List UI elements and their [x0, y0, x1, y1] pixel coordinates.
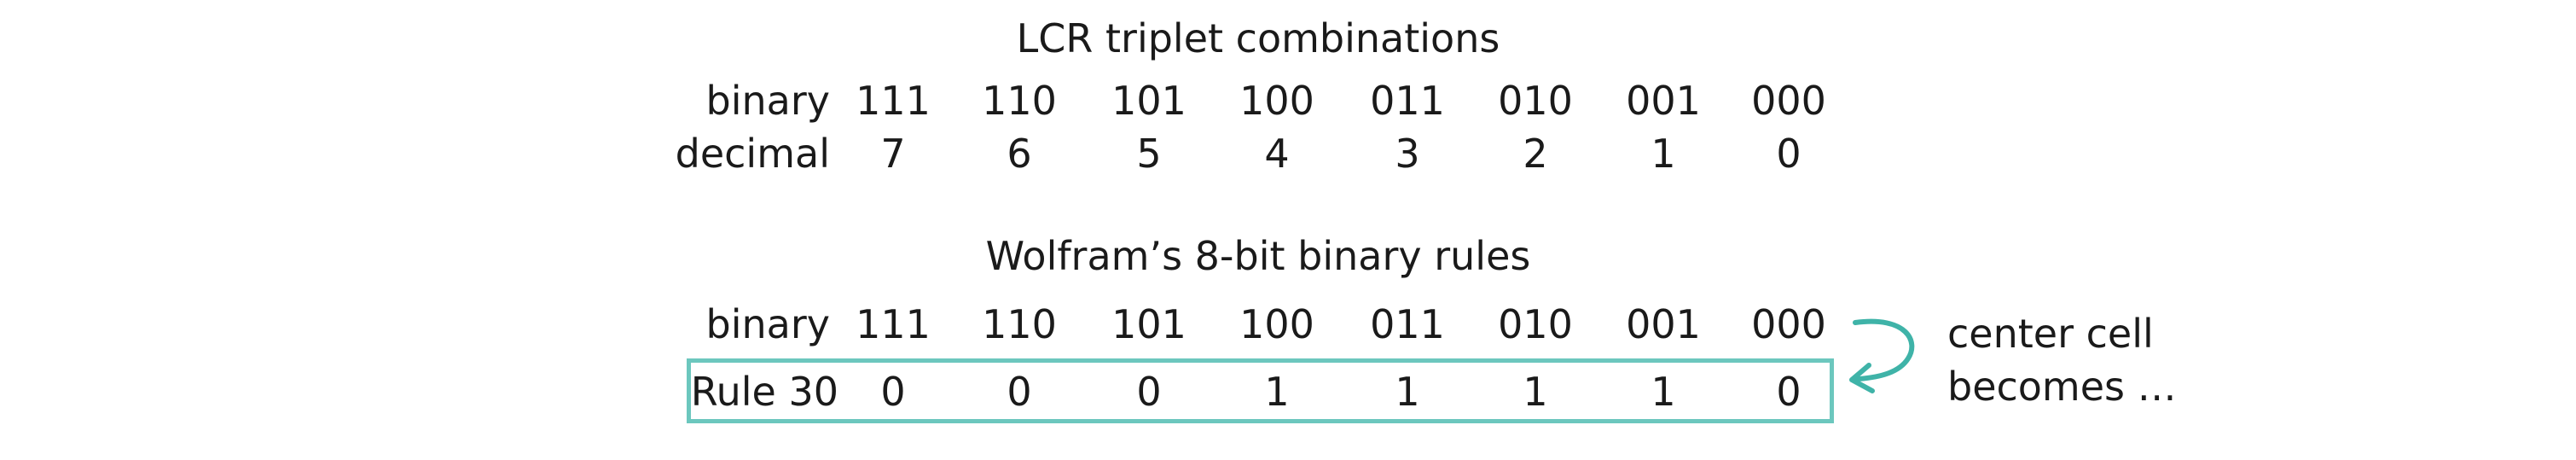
section1-binary-cell-6: 001 — [1626, 78, 1701, 124]
section1-decimal-cell-3: 4 — [1264, 131, 1290, 177]
rule-30-cell-4: 1 — [1395, 369, 1420, 415]
section2-binary-cell-7: 000 — [1751, 301, 1826, 347]
rule-30-cell-1: 0 — [1007, 369, 1032, 415]
section2-binary-label: binary — [705, 301, 830, 347]
section2-binary-cell-1: 110 — [982, 301, 1057, 347]
section2-binary-cell-5: 010 — [1498, 301, 1573, 347]
section2-binary-cell-3: 100 — [1239, 301, 1314, 347]
section1-decimal-cell-2: 5 — [1136, 131, 1162, 177]
section1-binary-cell-3: 100 — [1239, 78, 1314, 124]
note-line1: center cell — [1947, 311, 2154, 357]
section2-binary-cell-0: 111 — [856, 301, 931, 347]
rule-30-cell-0: 0 — [880, 369, 906, 415]
section1-decimal-cell-5: 2 — [1523, 131, 1548, 177]
section1-binary-cell-1: 110 — [982, 78, 1057, 124]
rule-30-cell-2: 0 — [1136, 369, 1162, 415]
rule-30-label: Rule 30 — [690, 369, 838, 415]
section1-binary-cell-0: 111 — [856, 78, 931, 124]
rule-30-cell-5: 1 — [1523, 369, 1548, 415]
section1-decimal-cell-4: 3 — [1395, 131, 1420, 177]
section1-decimal-cell-6: 1 — [1651, 131, 1676, 177]
rule-30-box — [687, 358, 1834, 423]
section2-binary-cell-2: 101 — [1111, 301, 1186, 347]
section2-binary-cell-4: 011 — [1370, 301, 1445, 347]
section1-binary-cell-5: 010 — [1498, 78, 1573, 124]
section1-binary-cell-4: 011 — [1370, 78, 1445, 124]
note-line2: becomes … — [1947, 364, 2177, 410]
rule-30-cell-7: 0 — [1776, 369, 1801, 415]
section2-binary-cell-6: 001 — [1626, 301, 1701, 347]
rule-30-cell-6: 1 — [1651, 369, 1676, 415]
section1-binary-cell-7: 000 — [1751, 78, 1826, 124]
section2-title: Wolfram’s 8-bit binary rules — [985, 233, 1531, 279]
section1-decimal-cell-1: 6 — [1007, 131, 1032, 177]
section1-title: LCR triplet combinations — [1016, 15, 1500, 61]
section1-decimal-label: decimal — [675, 131, 830, 177]
section1-binary-cell-2: 101 — [1111, 78, 1186, 124]
section1-binary-label: binary — [705, 78, 830, 124]
curved-arrow-icon — [1849, 318, 1915, 393]
rule-30-cell-3: 1 — [1264, 369, 1290, 415]
section1-decimal-cell-0: 7 — [880, 131, 906, 177]
section1-decimal-cell-7: 0 — [1776, 131, 1801, 177]
